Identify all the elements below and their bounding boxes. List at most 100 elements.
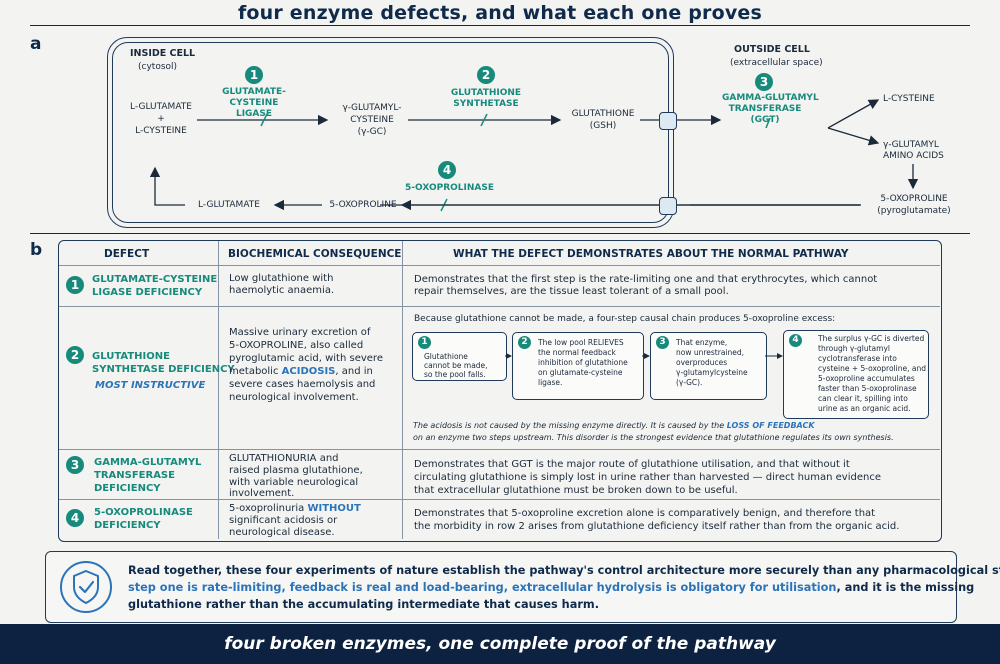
title-rule	[30, 25, 970, 26]
product-cysteine: L-CYSTEINE	[883, 94, 935, 104]
membrane-transporter-out	[659, 112, 677, 130]
col-divider	[402, 241, 403, 539]
inside-glutamate: L-GLUTAMATE	[198, 200, 260, 210]
chain-note-2: on an enzyme two steps upstream. This di…	[413, 433, 894, 442]
row-2-consequence-1: Massive urinary excretion of	[229, 327, 371, 338]
row-2-name-1: GLUTATHIONE	[92, 351, 170, 362]
chain-step-4-number: 4	[789, 334, 802, 347]
row-3-demo-3: that extracellular glutathione must be b…	[414, 485, 738, 496]
page-title: four enzyme defects, and what each one p…	[237, 2, 763, 24]
chain-2-line-1: The low pool RELIEVES	[538, 338, 624, 347]
row-4-name-2: DEFICIENCY	[94, 520, 161, 531]
chain-4-line-7: can clear it, spilling into	[818, 394, 908, 403]
row-1-demo-1: Demonstrates that the first step is the …	[414, 274, 878, 285]
enzyme-3-number: 3	[755, 73, 773, 91]
chain-3-line-2: now unrestrained,	[676, 348, 745, 357]
chain-4-line-5: 5-oxoproline accumulates	[818, 374, 915, 383]
enzyme-2-number: 2	[477, 66, 495, 84]
row-3-name-2: TRANSFERASE	[94, 470, 175, 481]
product-amino-acids-1: γ-GLUTAMYL	[883, 140, 939, 150]
row-4-number: 4	[66, 509, 84, 527]
row-divider	[59, 306, 940, 307]
chain-step-2-number: 2	[518, 336, 531, 349]
row-2-name-2: SYNTHETASE DEFICIENCY	[92, 364, 235, 375]
row-3-consequence-3: with variable neurological	[229, 477, 359, 488]
summary-line-1: Read together, these four experiments of…	[128, 564, 1000, 577]
chain-1-line-1: Glutathione	[424, 352, 468, 361]
chain-step-3-number: 3	[656, 336, 669, 349]
row-divider	[59, 449, 940, 450]
chain-4-line-4: cysteine + 5-oxoproline, and	[818, 364, 926, 373]
product-amino-acids-2: AMINO ACIDS	[883, 151, 944, 161]
row-3-name-1: GAMMA-GLUTAMYL	[94, 457, 202, 468]
defect-table	[58, 240, 942, 542]
summary-line-2: step one is rate-limiting, feedback is r…	[128, 580, 974, 596]
enzyme-1-label-3: LIGASE	[235, 109, 273, 119]
gamma-gc-label-2: CYSTEINE	[350, 115, 394, 125]
summary-box	[45, 551, 957, 623]
summary-highlight: step one is rate-limiting, feedback is r…	[128, 581, 837, 594]
substrate-cysteine: L-CYSTEINE	[135, 126, 187, 136]
row-2-consequence-3: pyroglutamic acid, with severe	[229, 353, 383, 364]
enzyme-4-label: 5-OXOPROLINASE	[405, 183, 494, 193]
footer-banner: four broken enzymes, one complete proof …	[0, 624, 1000, 664]
chain-3-line-4: γ-glutamylcysteine	[676, 368, 748, 377]
row-4-consequence-3: neurological disease.	[229, 527, 335, 538]
most-instructive-tag: MOST INSTRUCTIVE	[95, 380, 206, 391]
chain-step-3	[650, 332, 767, 400]
gsh-label-2: (GSH)	[589, 121, 617, 131]
row-divider	[59, 499, 940, 500]
chain-2-line-2: the normal feedback	[538, 348, 616, 357]
chain-4-line-6: faster than 5-oxoprolinase	[818, 384, 917, 393]
row-4-consequence-2: significant acidosis or	[229, 515, 338, 526]
panel-b-letter: b	[30, 240, 43, 260]
enzyme-1-label-1: GLUTAMATE-	[222, 87, 286, 97]
row-2-consequence-4: metabolic ACIDOSIS, and in	[229, 366, 373, 378]
row-2-consequence-2: 5-OXOPROLINE, also called	[229, 340, 364, 351]
row-1-name-2: LIGASE DEFICIENCY	[92, 287, 203, 298]
row-2-consequence-5: severe cases haemolysis and	[229, 379, 376, 390]
text-span: , and in	[335, 366, 373, 377]
inside-oxoproline: 5-OXOPROLINE	[329, 200, 397, 210]
loss-of-feedback-highlight: LOSS OF FEEDBACK	[726, 421, 815, 430]
acidosis-highlight: ACIDOSIS	[281, 366, 336, 377]
substrate-glutamate: L-GLUTAMATE	[130, 102, 192, 112]
panel-divider	[30, 233, 970, 234]
cell-membrane-outer	[107, 37, 674, 228]
row-divider	[59, 265, 940, 266]
chain-step-4	[783, 330, 929, 419]
enzyme-4-number: 4	[438, 161, 456, 179]
row-3-consequence-2: raised plasma glutathione,	[229, 465, 363, 476]
text-span: metabolic	[229, 366, 282, 377]
substrate-plus: +	[157, 114, 165, 124]
chain-1-line-2: cannot be made,	[424, 361, 488, 370]
row-3-name-3: DEFICIENCY	[94, 483, 161, 494]
header-consequence: BIOCHEMICAL CONSEQUENCE	[228, 248, 402, 260]
gamma-gc-label-1: γ-GLUTAMYL-	[342, 103, 402, 113]
enzyme-2-label-1: GLUTATHIONE	[450, 88, 522, 98]
chain-4-line-8: urine as an organic acid.	[818, 404, 911, 413]
gsh-label-1: GLUTATHIONE	[571, 109, 635, 119]
chain-2-line-3: inhibition of glutathione	[538, 358, 628, 367]
row-1-name-1: GLUTAMATE-CYSTEINE	[92, 274, 218, 285]
chain-step-1-number: 1	[418, 336, 431, 349]
row-3-demo-1: Demonstrates that GGT is the major route…	[414, 459, 850, 470]
enzyme-2-label-2: SYNTHETASE	[453, 99, 519, 109]
summary-line-3: glutathione rather than the accumulating…	[128, 598, 599, 611]
row-4-demo-1: Demonstrates that 5-oxoproline excretion…	[414, 508, 876, 519]
outside-oxoproline-1: 5-OXOPROLINE	[880, 194, 948, 204]
row-3-number: 3	[66, 456, 84, 474]
chain-note-1: The acidosis is not caused by the missin…	[413, 420, 815, 431]
enzyme-1-label-2: CYSTEINE	[229, 98, 279, 108]
header-defect: DEFECT	[104, 248, 150, 260]
chain-3-line-3: overproduces	[676, 358, 728, 367]
outside-oxoproline-2: (pyroglutamate)	[877, 206, 951, 216]
enzyme-1-number: 1	[245, 66, 263, 84]
chain-3-line-5: (γ-GC).	[676, 378, 703, 387]
without-highlight: WITHOUT	[307, 503, 361, 514]
inside-cell-label: INSIDE CELL	[130, 48, 196, 59]
row-3-demo-2: circulating glutathione is simply lost i…	[414, 472, 881, 483]
row-1-number: 1	[66, 276, 84, 294]
cell-membrane-inner	[112, 42, 669, 223]
